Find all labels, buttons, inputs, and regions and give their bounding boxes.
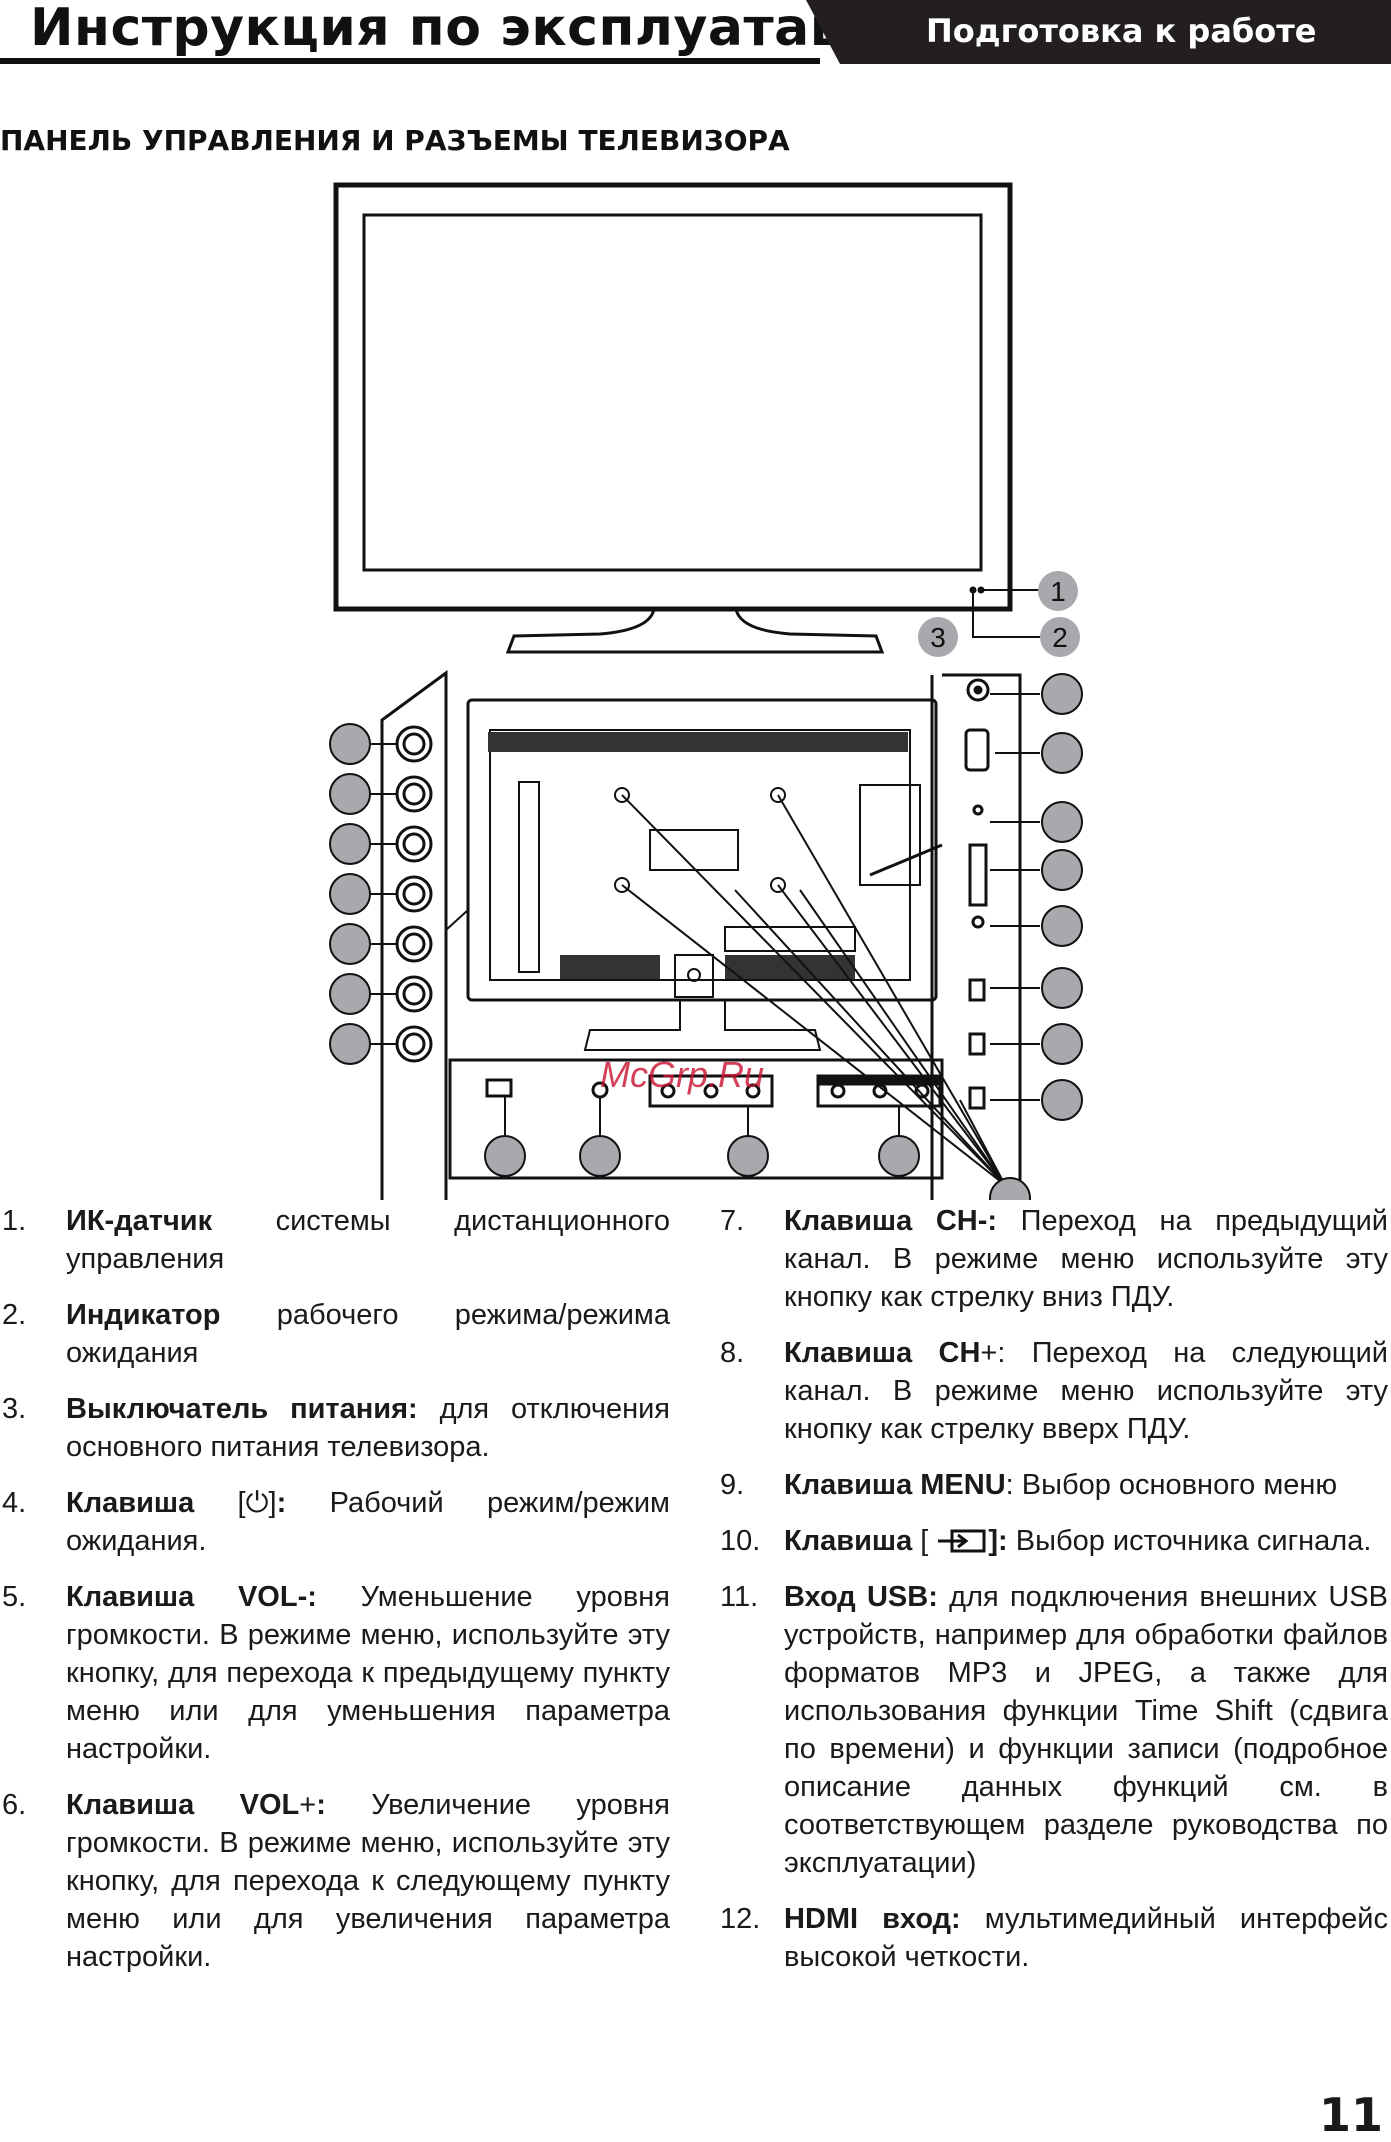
item-description: Увеличение уровня громкости. В режиме ме… [66, 1789, 670, 1973]
section-tab-label: Подготовка к работе [926, 12, 1317, 50]
list-item: 3. Выключатель питания: для отключения ос… [2, 1390, 670, 1466]
features-list-right: 7. Клавиша CH-: Переход на предыдущий кан… [720, 1202, 1388, 1994]
list-item: 4. Клавиша [⏻]: Рабочий режим/режим ожида… [2, 1484, 670, 1560]
list-item: 1. ИК-датчик системы дистанционного управ… [2, 1202, 670, 1278]
item-symbol: [⏻] [194, 1487, 277, 1519]
document-title: Инструкция по эксплуатации [30, 0, 923, 58]
tv-front [333, 182, 1013, 654]
source-icon [936, 1525, 988, 1553]
item-description: системы дистанционного управления [66, 1205, 670, 1275]
item-description: рабочего режима/режима ожидания [66, 1299, 670, 1369]
item-term: Индикатор [66, 1299, 221, 1331]
list-item: 7. Клавиша CH-: Переход на предыдущий кан… [720, 1202, 1388, 1316]
item-description: : Выбор основного меню [1005, 1469, 1338, 1501]
item-description: Рабочий режим/режим ожидания. [66, 1487, 670, 1557]
item-description: : Переход на следующий канал. В режиме м… [784, 1337, 1388, 1445]
item-description: для подключения внешних USB устройств, н… [784, 1581, 1388, 1879]
item-term-suffix: : [276, 1487, 287, 1519]
item-term: ИК-датчик [66, 1205, 213, 1237]
item-term-suffix: : [316, 1789, 326, 1821]
item-description: Выбор источника сигнала. [1007, 1525, 1372, 1557]
list-item: 11. Вход USB: для подключения внешних USB… [720, 1578, 1388, 1882]
front-callouts: 1 2 3 [918, 571, 1080, 657]
mount-leader-lines [621, 794, 1006, 1186]
item-number: 3. [2, 1393, 27, 1425]
callout-2: 2 [1052, 622, 1068, 653]
callout-3: 3 [930, 622, 946, 653]
list-item: 6. Клавиша VOL+: Увеличение уровня громко… [2, 1786, 670, 1976]
callout-1: 1 [1050, 576, 1066, 607]
list-item: 5. Клавиша VOL-: Уменьшение уровня громко… [2, 1578, 670, 1768]
section-heading: ПАНЕЛЬ УПРАВЛЕНИЯ И РАЗЪЕМЫ ТЕЛЕВИЗОРА [0, 124, 790, 157]
features-list-left: 1. ИК-датчик системы дистанционного управ… [2, 1202, 670, 1994]
item-description: Уменьшение уровня громкости. В режиме ме… [66, 1581, 670, 1765]
list-item: 9. Клавиша MENU: Выбор основного меню [720, 1466, 1388, 1504]
item-term: Клавиша CH-: [784, 1205, 998, 1237]
item-number: 5. [2, 1581, 27, 1613]
item-term: Вход USB: [784, 1581, 938, 1613]
item-number: 1. [2, 1205, 27, 1237]
header-rule [0, 58, 820, 64]
page-number: 11 [1318, 2088, 1383, 2142]
item-symbol: + [299, 1789, 317, 1821]
item-term: Выключатель питания: [66, 1393, 418, 1425]
item-number: 8. [720, 1337, 745, 1369]
item-term: HDMI вход: [784, 1903, 961, 1935]
item-symbol: + [980, 1337, 998, 1369]
item-number: 12. [720, 1903, 761, 1935]
watermark: McGrp.Ru [600, 1054, 764, 1095]
item-number: 9. [720, 1469, 745, 1501]
tv-panel-diagram: 1 2 3 [329, 182, 1083, 1200]
list-item: 2. Индикатор рабочего режима/режима ожида… [2, 1296, 670, 1372]
item-term-suffix: ]: [988, 1525, 1008, 1557]
item-number: 7. [720, 1205, 745, 1237]
item-description: Переход на предыдущий канал. В режиме ме… [784, 1205, 1388, 1313]
tv-back [466, 698, 938, 1051]
list-item: 10. Клавиша [ ]: Выбор источника сигнала. [720, 1522, 1388, 1560]
item-term: Клавиша VOL [66, 1789, 300, 1821]
item-number: 10. [720, 1525, 761, 1557]
side-button-panel [329, 670, 469, 1200]
list-item: 8. Клавиша CH+: Переход на следующий кана… [720, 1334, 1388, 1448]
bottom-connector-panel [448, 1058, 944, 1180]
item-symbol: [ [912, 1525, 937, 1557]
item-number: 6. [2, 1789, 27, 1821]
item-term: Клавиша VOL-: [66, 1581, 317, 1613]
side-connector-panel [869, 673, 1022, 1200]
item-term: Клавиша [66, 1487, 195, 1519]
item-term: Клавиша MENU [784, 1469, 1006, 1501]
section-tab: Подготовка к работе [806, 0, 1391, 64]
list-item: 12. HDMI вход: мультимедийный интерфейс в… [720, 1900, 1388, 1976]
item-term: Клавиша [784, 1525, 913, 1557]
side-buttons [395, 725, 433, 1063]
item-number: 2. [2, 1299, 27, 1331]
item-description: мультимедийный интерфейс высокой четкост… [784, 1903, 1388, 1973]
item-number: 11. [720, 1581, 759, 1613]
item-description: для отключения основного питания телевиз… [66, 1393, 670, 1463]
item-term: Клавиша CH [784, 1337, 981, 1369]
item-number: 4. [2, 1487, 27, 1519]
